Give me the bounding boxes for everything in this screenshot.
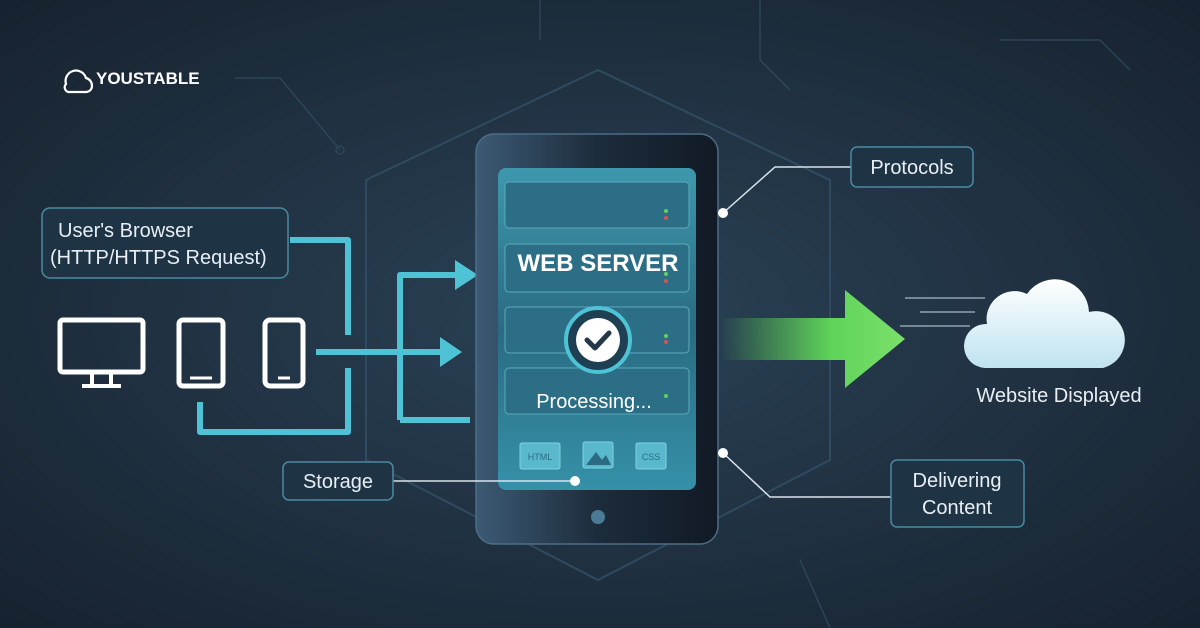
storage-callout: Storage	[282, 461, 394, 501]
response-arrow	[720, 290, 905, 388]
arrow-head-upper	[455, 260, 478, 290]
smartphone-icon	[262, 317, 306, 389]
svg-text:Storage: Storage	[303, 471, 373, 493]
callout-lines	[393, 166, 891, 498]
request-connectors	[197, 237, 470, 435]
processing-status: Processing...	[536, 391, 652, 413]
arrow-head-middle	[440, 337, 462, 367]
server-rack-2	[504, 243, 690, 293]
website-displayed-label: Website Displayed	[976, 385, 1141, 407]
check-circle-icon	[576, 318, 620, 362]
delivering-content-callout: Delivering Content	[890, 459, 1025, 528]
svg-text:Protocols: Protocols	[870, 157, 953, 179]
checkmark-icon	[584, 330, 612, 351]
cloud-icon	[900, 279, 1125, 368]
server-rack-1	[504, 181, 690, 229]
svg-text:Content: Content	[922, 497, 992, 519]
brand-name: YOUSTABLE	[96, 69, 200, 88]
server-title: WEB SERVER	[518, 250, 679, 277]
svg-text:CSS: CSS	[642, 452, 661, 462]
devices	[57, 317, 306, 389]
svg-text:Delivering: Delivering	[913, 470, 1002, 492]
protocols-callout: Protocols	[850, 146, 974, 188]
image-file-icon	[582, 441, 614, 469]
users-browser-box: User's Browser (HTTP/HTTPS Request)	[41, 207, 289, 279]
monitor-icon	[57, 317, 146, 388]
html-file-icon: HTML	[519, 442, 561, 470]
css-file-icon: CSS	[635, 442, 667, 470]
browser-label-line2: (HTTP/HTTPS Request)	[50, 247, 267, 269]
home-button	[591, 510, 605, 524]
hexagon-backdrop	[365, 68, 831, 582]
svg-text:HTML: HTML	[528, 452, 553, 462]
server-device: WEB SERVER Processing... HTML CSS	[475, 133, 719, 545]
browser-label-line1: User's Browser	[58, 220, 193, 242]
tablet-icon	[176, 317, 226, 389]
circuit-lines	[235, 0, 1131, 628]
youstable-logo: YOUSTABLE	[63, 69, 200, 94]
